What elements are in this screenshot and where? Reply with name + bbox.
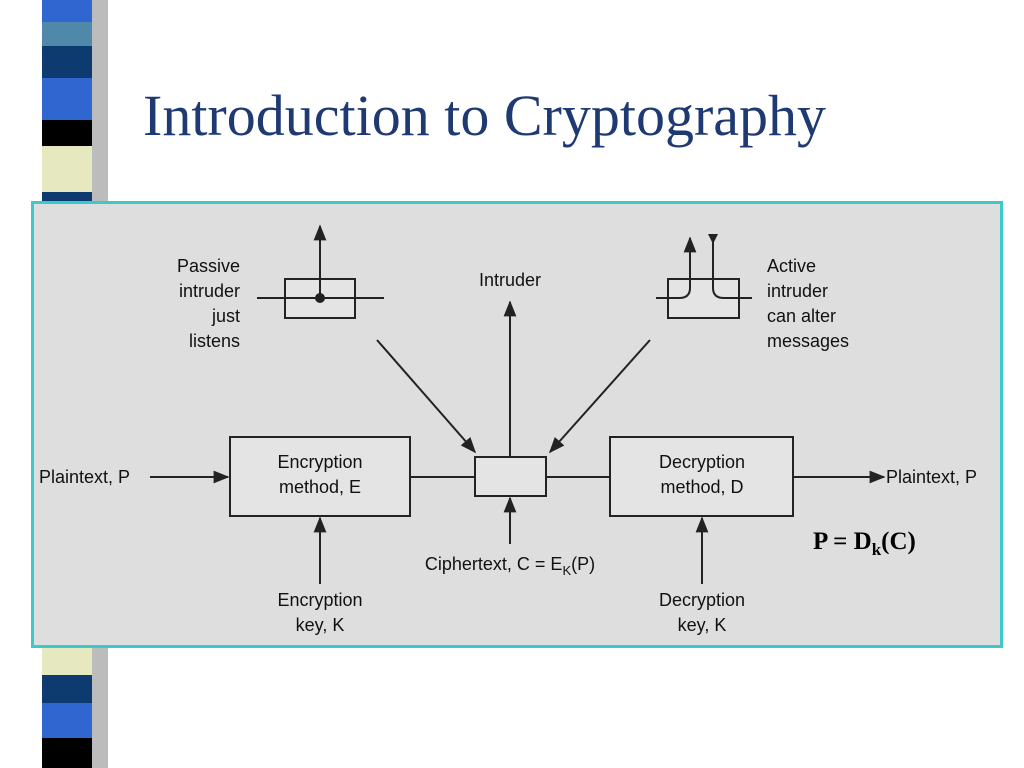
cryptography-diagram: Passive intruder just listens Active int… bbox=[39, 224, 977, 635]
plaintext-out-label: Plaintext, P bbox=[886, 467, 977, 487]
decryption-key-label-line: key, K bbox=[678, 615, 727, 635]
stripe-block bbox=[42, 46, 92, 78]
active-tap-line-right bbox=[712, 238, 752, 299]
stripe-block bbox=[42, 22, 92, 46]
encryption-method-label-line: method, E bbox=[279, 477, 361, 497]
passive-intruder-label-line: listens bbox=[189, 331, 240, 351]
stripe-block bbox=[42, 703, 92, 738]
ciphertext-box bbox=[474, 456, 547, 497]
stripe-block bbox=[42, 645, 92, 675]
active-intruder-label-line: intruder bbox=[767, 281, 828, 301]
encryption-key-label-line: key, K bbox=[296, 615, 345, 635]
decryption-key-label-line: Decryption bbox=[659, 590, 745, 610]
stripe-block bbox=[42, 146, 92, 192]
passive-tap-dot bbox=[315, 293, 325, 303]
active-tap-line-left bbox=[656, 236, 697, 299]
diagram-frame: Passive intruder just listens Active int… bbox=[31, 201, 1003, 648]
stripe-block bbox=[42, 78, 92, 120]
passive-intruder-label-line: intruder bbox=[179, 281, 240, 301]
intruder-label: Intruder bbox=[479, 270, 541, 290]
encryption-method-label-line: Encryption bbox=[277, 452, 362, 472]
decryption-method-label-line: method, D bbox=[660, 477, 743, 497]
active-intruder-label-line: can alter bbox=[767, 306, 836, 326]
passive-tap-arrow bbox=[376, 339, 477, 454]
active-tap-arrow bbox=[548, 339, 651, 454]
decryption-equation: P = Dk(C) bbox=[813, 528, 916, 559]
stripe-block bbox=[42, 675, 92, 703]
active-intruder-label-line: messages bbox=[767, 331, 849, 351]
active-intruder-label-line: Active bbox=[767, 256, 816, 276]
stripe-block bbox=[42, 0, 92, 22]
plaintext-in-label: Plaintext, P bbox=[39, 467, 130, 487]
stripe-block bbox=[42, 738, 92, 768]
decryption-method-label-line: Decryption bbox=[659, 452, 745, 472]
passive-intruder-label-line: just bbox=[211, 306, 240, 326]
active-tap-down-arrowhead bbox=[708, 234, 718, 244]
encryption-method-box bbox=[229, 436, 411, 517]
stripe-block bbox=[42, 192, 92, 202]
passive-intruder-label-line: Passive bbox=[177, 256, 240, 276]
stripe-block bbox=[42, 120, 92, 146]
slide-title: Introduction to Cryptography bbox=[143, 83, 827, 148]
decryption-method-box bbox=[609, 436, 794, 517]
ciphertext-label: Ciphertext, C = EK(P) bbox=[425, 554, 595, 578]
encryption-key-label-line: Encryption bbox=[277, 590, 362, 610]
